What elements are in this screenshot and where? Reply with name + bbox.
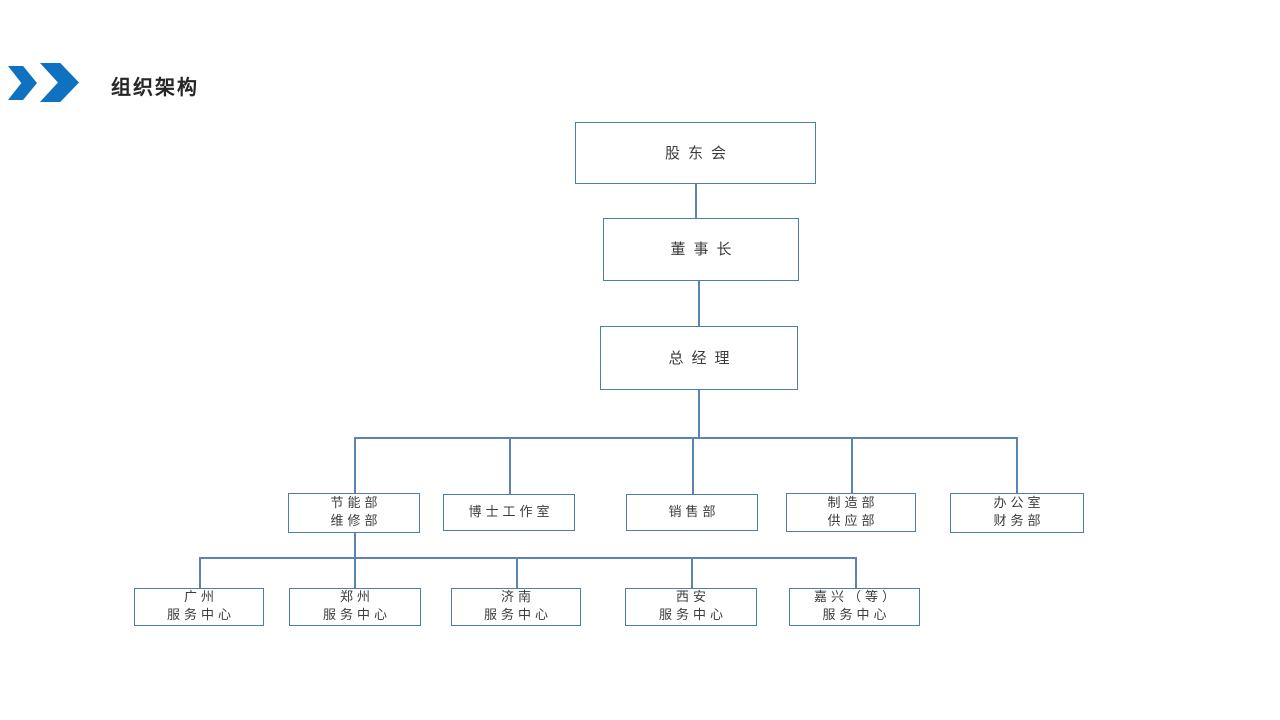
org-node-sales: 销售部: [626, 494, 758, 531]
chevron-right-icon: [40, 63, 79, 102]
connector-line: [1016, 437, 1018, 493]
connector-line: [691, 557, 693, 588]
org-node-shareholders: 股东会: [575, 122, 816, 184]
connector-line: [692, 437, 694, 494]
org-node-guangzhou-center: 广州 服务中心: [134, 588, 264, 626]
connector-line: [354, 437, 356, 493]
org-node-general-manager: 总经理: [600, 326, 798, 390]
org-node-chairman: 董事长: [603, 218, 799, 281]
org-node-energy-maintenance: 节能部 维修部: [288, 493, 420, 533]
chevron-right-icon: [8, 66, 37, 100]
connector-line: [509, 437, 511, 494]
connector-line: [354, 557, 356, 588]
connector-line: [516, 557, 518, 588]
connector-line: [354, 437, 1017, 439]
connector-line: [855, 557, 857, 588]
connector-line: [851, 437, 853, 493]
connector-line: [199, 557, 855, 559]
org-node-manufacture-supply: 制造部 供应部: [786, 493, 916, 532]
org-node-zhengzhou-center: 郑州 服务中心: [289, 588, 421, 626]
org-node-xian-center: 西安 服务中心: [625, 588, 757, 626]
org-node-doctor-studio: 博士工作室: [443, 494, 575, 531]
connector-line: [698, 281, 700, 326]
connector-line: [199, 557, 201, 588]
connector-line: [354, 533, 356, 557]
connector-line: [695, 184, 697, 218]
slide-header: 组织架构: [0, 0, 1280, 120]
page-title: 组织架构: [111, 75, 199, 99]
org-node-office-finance: 办公室 财务部: [950, 493, 1084, 533]
connector-line: [698, 390, 700, 437]
org-node-jiaxing-center: 嘉兴（等） 服务中心: [789, 588, 920, 626]
org-node-jinan-center: 济南 服务中心: [451, 588, 581, 626]
